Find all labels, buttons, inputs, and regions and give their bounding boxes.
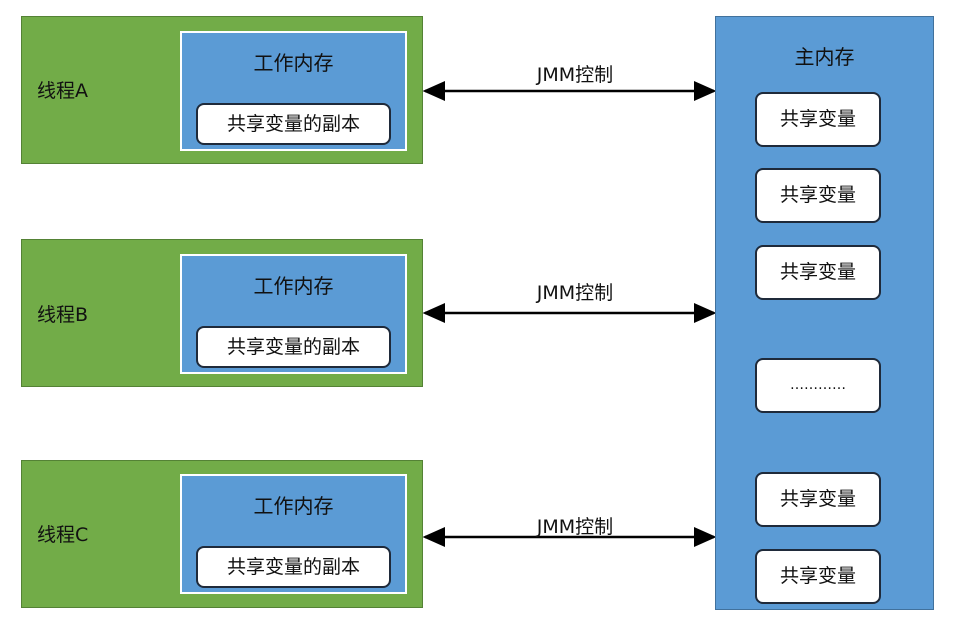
thread-b-work-memory: 工作内存 共享变量的副本 [180,254,407,374]
thread-a-work-memory: 工作内存 共享变量的副本 [180,31,407,151]
shared-variable-copy: 共享变量的副本 [196,326,391,368]
jmm-label-b: JMM控制 [536,282,614,304]
main-memory: 主内存 共享变量 共享变量 共享变量 ………… 共享变量 共享变量 [715,16,934,610]
shared-variable: 共享变量 [755,168,881,223]
jmm-label-a: JMM控制 [536,64,614,86]
thread-c-label: 线程C [37,524,89,546]
shared-variable: 共享变量 [755,245,881,300]
ellipsis-placeholder: ………… [755,358,881,413]
jmm-label-c: JMM控制 [536,516,614,538]
work-memory-title: 工作内存 [253,274,334,298]
shared-variable: 共享变量 [755,472,881,527]
thread-c-work-memory: 工作内存 共享变量的副本 [180,474,407,594]
work-memory-title: 工作内存 [253,51,334,75]
shared-variable: 共享变量 [755,549,881,604]
thread-a-label: 线程A [37,80,88,102]
shared-variable: 共享变量 [755,92,881,147]
work-memory-title: 工作内存 [253,494,334,518]
main-memory-title: 主内存 [794,45,855,69]
shared-variable-copy: 共享变量的副本 [196,103,391,145]
thread-b-label: 线程B [37,304,89,326]
shared-variable-copy: 共享变量的副本 [196,546,391,588]
